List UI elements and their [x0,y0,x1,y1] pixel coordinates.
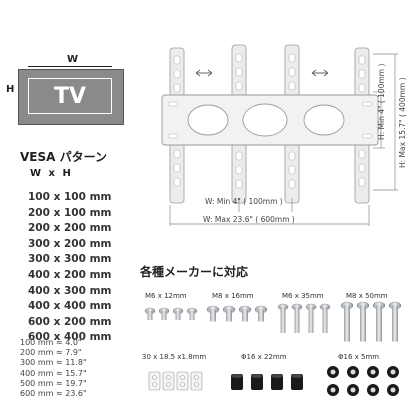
width-arrow [28,66,112,67]
part-label-m8x16: M8 x 16mm [212,292,254,300]
vesa-size: 300 x 200 mm [28,237,112,250]
screws-m6x12 [144,307,198,320]
vesa-size: 400 x 200 mm [28,268,112,281]
screws-m6x35 [277,303,331,333]
width-min-label: W: Min 4" ( 100mm ) [205,197,283,206]
part-label-m6x12: M6 x 12mm [145,292,187,300]
vesa-size: 600 x 400 mm [28,331,112,344]
conversion-row: 400 mm ≈ 15.7" [20,368,87,378]
height-letter: H [6,84,15,95]
height-dimension-lines [373,53,398,191]
conversion-row: 600 mm ≈ 23.6" [20,388,87,398]
screws-m8x16 [206,305,268,322]
conversion-list: 100 mm ≈ 4.0" 200 mm ≈ 7.9" 300 mm ≈ 11.… [20,338,87,399]
width-letter: W [67,54,79,65]
conversion-row: 500 mm ≈ 19.7" [20,378,87,388]
vesa-size: 400 x 400 mm [28,300,112,313]
width-max-label: W: Max 23.6" ( 600mm ) [203,215,295,224]
part-label-spacer-22: Φ16 x 22mm [241,353,287,361]
conversion-row: 100 mm ≈ 4.0" [20,338,82,347]
screws-m8x50 [340,301,402,342]
vesa-size: 200 x 200 mm [28,222,112,235]
vesa-size: 400 x 300 mm [28,284,112,297]
parts-title: 各種メーカーに対応 [140,265,249,279]
washer-plates [148,371,203,391]
vesa-pattern-outline [28,78,112,114]
wall-plate [161,94,379,146]
height-min-label: H: Min 4" ( 100mm ) [377,63,386,140]
conversion-row: 200 mm ≈ 7.9" [20,348,82,358]
vesa-size-list: 100 x 100 mm 200 x 100 mm 200 x 200 mm 3… [28,190,111,346]
part-label-m6x35: M6 x 35mm [282,292,324,300]
part-label-m8x50: M8 x 50mm [346,292,388,300]
wall-bracket-illustration [161,44,398,226]
vesa-size: 100 x 100 mm [28,191,112,203]
slide-arrows [195,69,329,77]
vesa-size: 200 x 100 mm [28,206,112,219]
vesa-size: 300 x 300 mm [28,253,112,266]
wxh-label: W x H [30,168,73,179]
spacers-22mm [231,374,303,390]
part-label-spacer-5: Φ16 x 5mm [338,353,380,361]
width-dimension-lines [169,198,370,226]
arm-slots [173,53,366,189]
parts-illustration [144,301,402,396]
vesa-title: VESA パターン [20,150,107,164]
height-max-label: H: Max 15.7" ( 400mm ) [398,77,407,168]
part-label-washer-plate: 30 x 18.5 x1.8mm [142,353,207,361]
conversion-row: 300 mm ≈ 11.8" [20,358,87,368]
tv-label: TV [53,83,87,109]
spacers-5mm [327,366,399,396]
vesa-size: 600 x 200 mm [28,315,112,328]
